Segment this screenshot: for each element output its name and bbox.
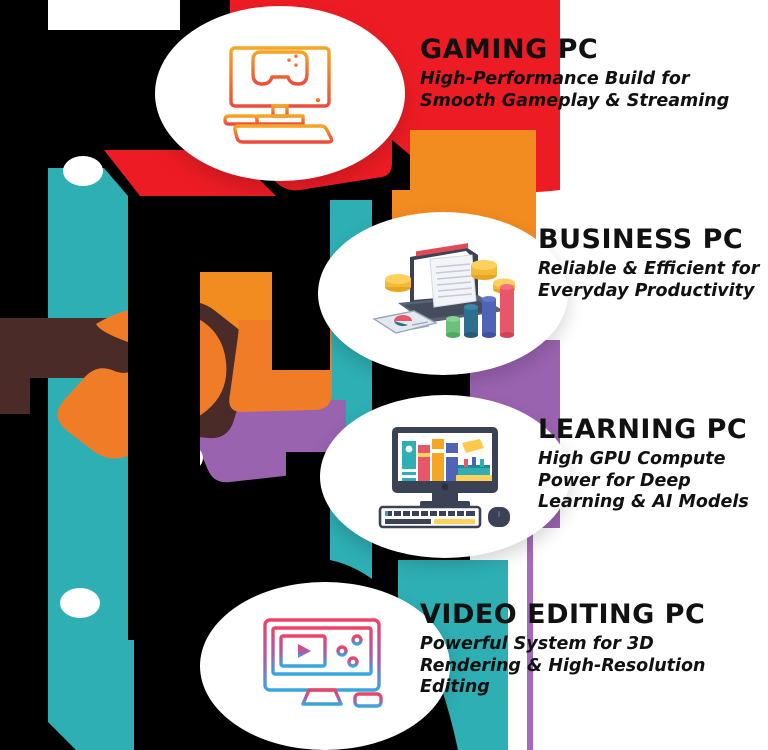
- entry-title-gaming: GAMING PC: [420, 34, 599, 65]
- purple-divider-rule: [527, 528, 533, 750]
- entry-title-learning: LEARNING PC: [538, 414, 748, 445]
- gaming-pc-bubble[interactable]: [155, 6, 405, 181]
- entry-title-business: BUSINESS PC: [538, 224, 744, 255]
- books-graphic: [402, 438, 492, 481]
- cylinder-bar-chart: [446, 283, 514, 338]
- coin-stack-left: [385, 273, 411, 292]
- entry-description-gaming: High-Performance Build for Smooth Gamepl…: [420, 69, 730, 111]
- entry-description-video-editing: Powerful System for 3D Rendering & High-…: [420, 634, 706, 698]
- entry-video-editing: VIDEO EDITING PC Powerful System for 3D …: [420, 599, 750, 698]
- learning-pc-icon: [378, 426, 510, 528]
- mouse-shape: [488, 506, 510, 527]
- entry-description-business: Reliable & Efficient for Everyday Produc…: [538, 259, 760, 301]
- learning-pc-bubble[interactable]: [320, 395, 570, 558]
- receipt-shape: [429, 253, 477, 308]
- entry-gaming: GAMING PC High-Performance Build for Smo…: [420, 34, 750, 112]
- gaming-pc-icon: [223, 45, 334, 144]
- pie-chart-tablet: [372, 309, 438, 334]
- video-editing-pc-icon: [263, 618, 383, 708]
- entry-business: BUSINESS PC Reliable & Efficient for Eve…: [538, 224, 768, 302]
- coin-stack-mid: [471, 259, 497, 280]
- entry-title-video-editing: VIDEO EDITING PC: [420, 599, 706, 630]
- video-editing-pc-bubble[interactable]: [200, 582, 450, 750]
- entry-learning: LEARNING PC High GPU Compute Power for D…: [538, 414, 768, 513]
- business-pc-bubble[interactable]: [318, 212, 568, 375]
- entry-description-learning: High GPU Compute Power for Deep Learning…: [538, 449, 749, 513]
- business-pc-icon: [372, 242, 515, 338]
- keyboard-shape: [378, 505, 482, 528]
